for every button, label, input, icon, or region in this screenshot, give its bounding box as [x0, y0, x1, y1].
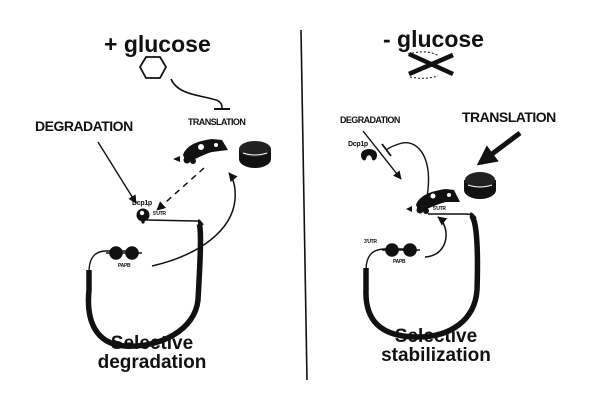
recycling-arrow: [151, 172, 238, 267]
glucose-hexagon-icon: [138, 56, 168, 79]
right-degradation-label: DEGRADATION: [340, 115, 400, 125]
left-caption-line1: Selective: [110, 333, 194, 354]
ribosome-complex-icon: [173, 139, 228, 164]
right-caption-line1: Selective: [394, 326, 478, 347]
dcp1p-icon: [136, 208, 150, 224]
degradation-arrow: [97, 141, 137, 204]
inhibition-bar: [381, 143, 392, 157]
mrna-thin-strand: [428, 213, 477, 219]
closed-loop-arrow: [424, 216, 448, 258]
right-pab-label: PAPB: [393, 259, 406, 265]
left-caption: Selective degradation: [92, 334, 212, 372]
mrna-coding-region: [85, 219, 204, 349]
left-caption-line2: degradation: [97, 352, 207, 373]
inhibition-line: [385, 142, 430, 198]
left-translation-label: TRANSLATION: [188, 117, 246, 127]
panel-divider: [300, 29, 308, 381]
left-degradation-label: DEGRADATION: [35, 118, 133, 134]
left-dcp1p-label: Dcp1p: [132, 200, 152, 207]
ribosome-large-subunit-icon: [464, 172, 496, 199]
ribosome-complex-icon: [406, 189, 460, 214]
mrna-thin-strand: [146, 219, 204, 226]
right-condition-label: - glucose: [383, 26, 484, 52]
right-caption-line2: stabilization: [381, 345, 491, 366]
right-caption: Selective stabilization: [376, 327, 496, 365]
right-3utr-label: 3'UTR: [364, 239, 377, 245]
dcp1p-icon: [361, 149, 377, 161]
pab-proteins-icon: [106, 246, 142, 260]
right-panel: [361, 51, 522, 340]
translation-arrow: [476, 131, 522, 166]
mrna-polyA-tail: [88, 250, 130, 273]
left-panel: [85, 56, 271, 349]
left-condition-label: + glucose: [104, 31, 211, 57]
ribosome-large-subunit-icon: [239, 141, 271, 168]
dashed-arrow: [156, 167, 205, 211]
right-translation-label: TRANSLATION: [462, 109, 556, 125]
left-pab-label: PAPB: [118, 263, 131, 269]
mrna-polyA-tail: [365, 248, 406, 271]
mrna-coding-region: [363, 212, 481, 340]
right-dcp1p-label: Dcp1p: [348, 141, 368, 148]
inhibition-line: [170, 78, 223, 109]
left-5utr-label: 5'UTR: [153, 211, 166, 217]
right-5utr-label: 5'UTR: [433, 206, 446, 212]
pab-proteins-icon: [382, 243, 420, 257]
crossed-glucose-icon: [407, 51, 454, 79]
degradation-arrow: [362, 130, 402, 180]
